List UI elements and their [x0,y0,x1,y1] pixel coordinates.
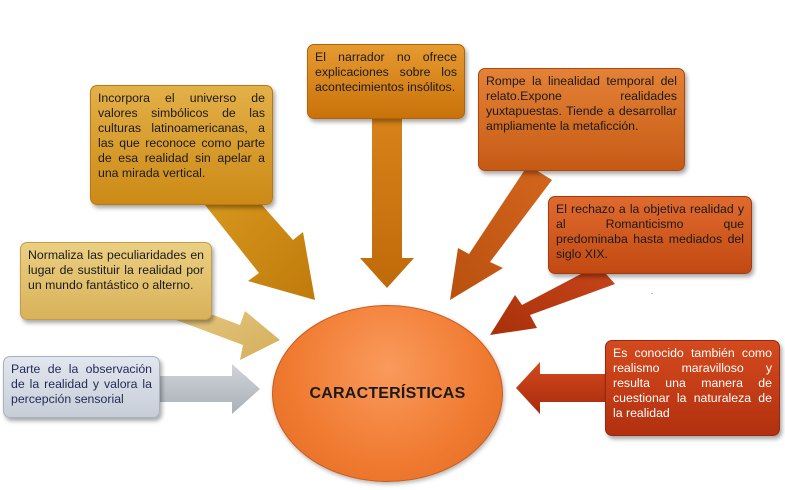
center-label: CARACTERÍSTICAS [309,384,466,402]
arrow-1 [205,180,315,300]
characteristic-box-rejection: El rechazo a la objetiva realidad y al R… [548,196,752,274]
characteristic-box-temporal-linearity: Rompe la linealidad temporal del relato.… [478,68,685,171]
characteristic-box-marvelous-realism: Es conocido también como realismo maravi… [605,340,780,436]
characteristic-box-observation: Parte de la observación de la realidad y… [3,356,160,418]
arrow-6 [158,364,260,414]
arrow-7 [516,362,607,414]
center-ellipse: CARACTERÍSTICAS [272,305,503,482]
characteristic-box-narrator: El narrador no ofrece explicaciones sobr… [307,44,465,119]
arrow-4 [490,265,615,335]
arrow-3 [450,165,552,300]
stray-dot: . [651,287,654,296]
arrow-2 [360,118,414,288]
characteristic-box-symbolic-values: Incorpora el universo de valores simbóli… [90,85,273,205]
characteristic-box-normalizes: Normaliza las peculiaridades en lugar de… [20,242,212,320]
